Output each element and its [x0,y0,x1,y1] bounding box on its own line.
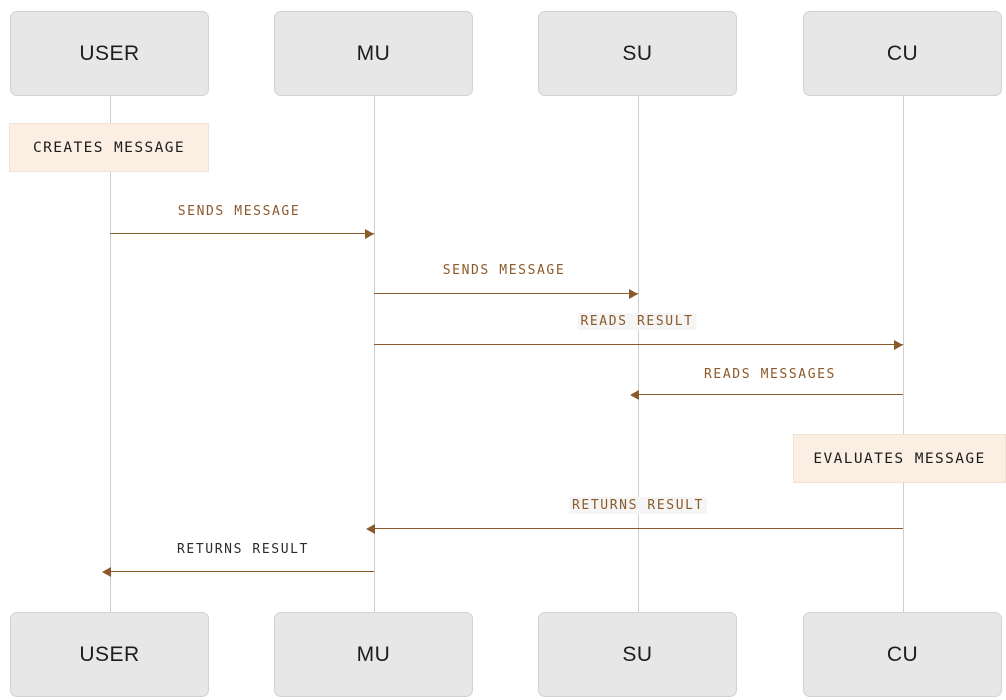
message-label-sends-message-user-mu: SENDS MESSAGE [177,204,301,219]
participant-header-su[interactable]: SU [538,11,737,96]
arrowhead-left-icon-returns-result-cu-mu [366,524,375,534]
lifeline-cu [903,96,904,613]
participant-header-su-label: SU [622,41,653,65]
message-label-reads-result-mu-cu: READS RESULT [577,313,697,330]
participant-header-user-label: USER [79,41,140,65]
participant-header-user[interactable]: USER [10,11,209,96]
lifeline-su [638,96,639,613]
participant-footer-su-label: SU [622,642,653,666]
arrowhead-right-icon-sends-message-mu-su [629,289,638,299]
message-label-returns-result-mu-user: RETURNS RESULT [177,542,309,557]
participant-header-cu[interactable]: CU [803,11,1002,96]
participant-header-cu-label: CU [886,41,919,65]
arrowhead-right-icon-reads-result-mu-cu [894,340,903,350]
participant-header-mu-label: MU [356,41,391,65]
participant-header-mu[interactable]: MU [274,11,473,96]
participant-footer-mu[interactable]: MU [274,612,473,697]
participant-footer-cu[interactable]: CU [803,612,1002,697]
participant-footer-user-label: USER [79,642,140,666]
message-line-sends-message-mu-su [374,293,638,294]
note-creates-message-label: CREATES MESSAGE [33,139,185,156]
lifeline-mu [374,96,375,613]
message-label-returns-result-cu-mu: RETURNS RESULT [569,497,707,514]
participant-footer-cu-label: CU [886,642,919,666]
message-line-returns-result-cu-mu [374,528,903,529]
arrowhead-left-icon-returns-result-mu-user [102,567,111,577]
message-line-sends-message-user-mu [110,233,374,234]
arrowhead-right-icon-sends-message-user-mu [365,229,374,239]
note-evaluates-message[interactable]: EVALUATES MESSAGE [793,434,1006,483]
note-evaluates-message-label: EVALUATES MESSAGE [813,450,986,467]
message-line-returns-result-mu-user [110,571,374,572]
participant-footer-mu-label: MU [356,642,391,666]
note-creates-message[interactable]: CREATES MESSAGE [9,123,209,172]
message-line-reads-messages-cu-su [638,394,903,395]
message-line-reads-result-mu-cu [374,344,903,345]
message-label-sends-message-mu-su: SENDS MESSAGE [442,263,566,278]
arrowhead-left-icon-reads-messages-cu-su [630,390,639,400]
lifeline-user [110,96,111,613]
message-label-reads-messages-cu-su: READS MESSAGES [704,367,836,382]
participant-footer-user[interactable]: USER [10,612,209,697]
participant-footer-su[interactable]: SU [538,612,737,697]
